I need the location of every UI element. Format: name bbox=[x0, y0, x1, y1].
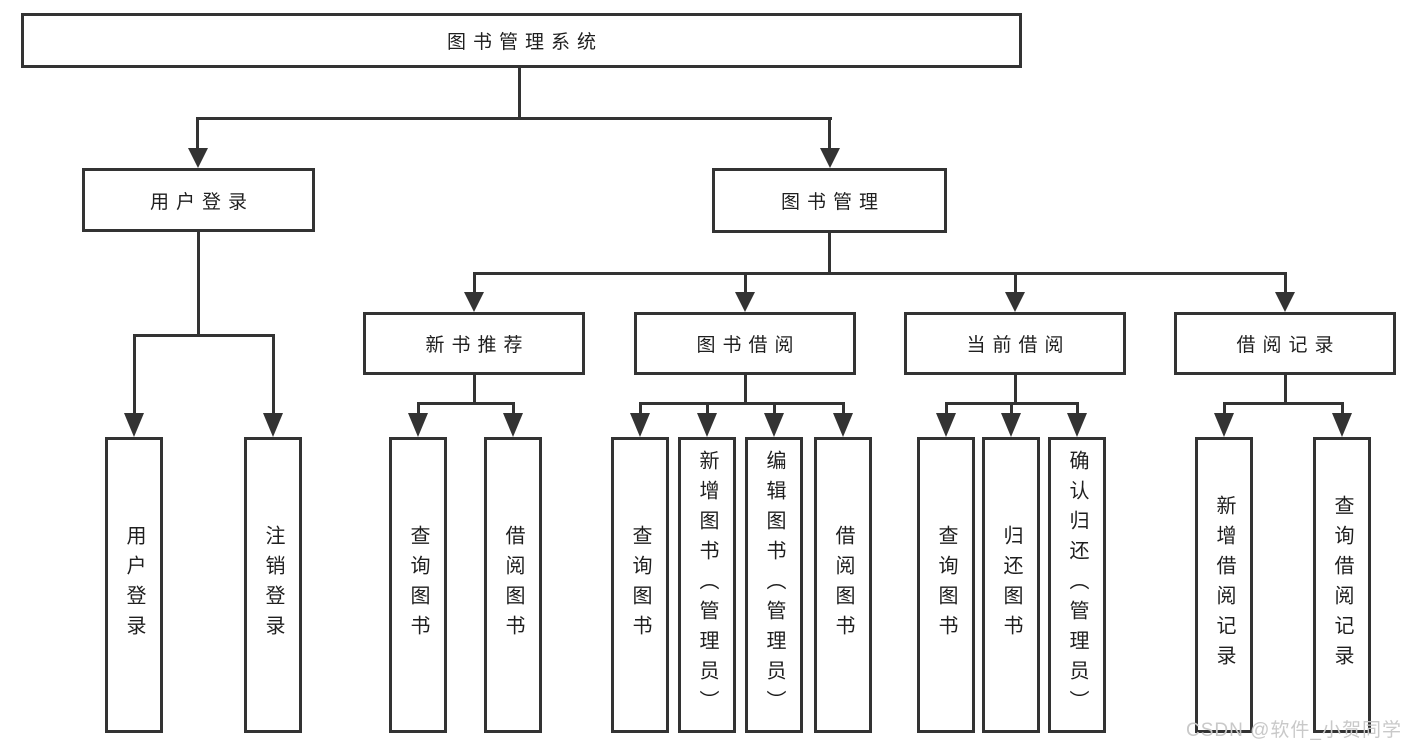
leaf-add-books-admin: 新增图书（管理员） bbox=[678, 437, 736, 733]
leaf-user-login: 用户登录 bbox=[105, 437, 163, 733]
connector-root-stem bbox=[518, 66, 521, 120]
node-user-login-label: 用户登录 bbox=[149, 191, 254, 213]
leaf-logout: 注销登录 bbox=[244, 437, 302, 733]
connector-drop-new-books bbox=[473, 272, 476, 294]
node-book-borrowing-label: 图书借阅 bbox=[696, 335, 801, 356]
leaf-return-books: 归还图书 bbox=[982, 437, 1040, 733]
node-new-book-recommend: 新书推荐 bbox=[363, 312, 585, 375]
connector-g3-stem bbox=[744, 373, 747, 404]
connector-drop-logout-leaf bbox=[272, 334, 275, 418]
node-book-management: 图书管理 bbox=[712, 168, 947, 233]
leaf-edit-books-admin: 编辑图书（管理员） bbox=[745, 437, 803, 733]
node-borrowing-records-label: 借阅记录 bbox=[1236, 335, 1341, 356]
connector-book-mgmt-stem bbox=[828, 230, 831, 275]
node-new-book-recommend-label: 新书推荐 bbox=[425, 335, 530, 356]
connector-drop-user-login bbox=[196, 117, 199, 150]
connector-drop-book-mgmt bbox=[828, 117, 831, 150]
leaf-borrow-books-recommend-label: 借阅图书 bbox=[502, 525, 524, 645]
leaf-query-books-recommend-label: 查询图书 bbox=[407, 525, 429, 645]
arrowhead-current-borrow bbox=[1005, 292, 1025, 312]
connector-g2-drop-1 bbox=[417, 402, 420, 417]
connector-g3-drop-4 bbox=[842, 402, 845, 417]
arrowhead-g5-leaf-2 bbox=[1332, 413, 1352, 437]
arrowhead-g4-leaf-2 bbox=[1001, 413, 1021, 437]
connector-g4-stem bbox=[1014, 373, 1017, 404]
arrowhead-g3-leaf-2 bbox=[697, 413, 717, 437]
arrowhead-g4-leaf-3 bbox=[1067, 413, 1087, 437]
leaf-query-books-current: 查询图书 bbox=[917, 437, 975, 733]
leaf-add-borrow-record-label: 新增借阅记录 bbox=[1213, 495, 1235, 675]
leaf-add-borrow-record: 新增借阅记录 bbox=[1195, 437, 1253, 733]
leaf-query-books-current-label: 查询图书 bbox=[935, 525, 957, 645]
arrowhead-login-leaf bbox=[124, 413, 144, 437]
connector-g4-drop-3 bbox=[1076, 402, 1079, 417]
connector-g5-drop-2 bbox=[1341, 402, 1344, 417]
arrowhead-g2-leaf-1 bbox=[408, 413, 428, 437]
arrowhead-g4-leaf-1 bbox=[936, 413, 956, 437]
node-book-management-label: 图书管理 bbox=[780, 192, 885, 213]
arrowhead-g3-leaf-3 bbox=[764, 413, 784, 437]
node-root-label: 图书管理系统 bbox=[446, 32, 603, 53]
connector-g4-drop-2 bbox=[1010, 402, 1013, 417]
connector-g5-drop-1 bbox=[1223, 402, 1226, 417]
connector-g5-stem bbox=[1284, 373, 1287, 404]
arrowhead-user-login bbox=[188, 148, 208, 168]
connector-g5-crossbar bbox=[1223, 402, 1344, 405]
leaf-borrow-books-recommend: 借阅图书 bbox=[484, 437, 542, 733]
node-root: 图书管理系统 bbox=[21, 13, 1022, 68]
arrowhead-g2-leaf-2 bbox=[503, 413, 523, 437]
connector-drop-current-borrow bbox=[1014, 272, 1017, 294]
connector-g2-stem bbox=[473, 373, 476, 404]
arrowhead-g3-leaf-1 bbox=[630, 413, 650, 437]
connector-g4-drop-1 bbox=[945, 402, 948, 417]
arrowhead-book-mgmt bbox=[820, 148, 840, 168]
leaf-query-borrow-record-label: 查询借阅记录 bbox=[1331, 495, 1353, 675]
arrowhead-new-books bbox=[464, 292, 484, 312]
connector-g3-drop-2 bbox=[706, 402, 709, 417]
connector-g3-drop-3 bbox=[773, 402, 776, 417]
arrowhead-g3-leaf-4 bbox=[833, 413, 853, 437]
connector-g3-drop-1 bbox=[639, 402, 642, 417]
leaf-logout-label: 注销登录 bbox=[262, 525, 284, 645]
connector-root-crossbar bbox=[196, 117, 832, 120]
leaf-borrow-books-borrowing: 借阅图书 bbox=[814, 437, 872, 733]
node-current-borrowing-label: 当前借阅 bbox=[966, 335, 1071, 356]
connector-drop-borrow-records bbox=[1284, 272, 1287, 294]
connector-user-login-crossbar bbox=[133, 334, 275, 337]
leaf-borrow-books-borrowing-label: 借阅图书 bbox=[832, 525, 854, 645]
leaf-query-books-borrowing: 查询图书 bbox=[611, 437, 669, 733]
connector-drop-book-borrow bbox=[744, 272, 747, 294]
leaf-return-books-label: 归还图书 bbox=[1000, 525, 1022, 645]
connector-g2-crossbar bbox=[417, 402, 515, 405]
arrowhead-book-borrow bbox=[735, 292, 755, 312]
node-current-borrowing: 当前借阅 bbox=[904, 312, 1126, 375]
node-book-borrowing: 图书借阅 bbox=[634, 312, 856, 375]
leaf-query-books-recommend: 查询图书 bbox=[389, 437, 447, 733]
leaf-query-borrow-record: 查询借阅记录 bbox=[1313, 437, 1371, 733]
connector-g3-crossbar bbox=[639, 402, 845, 405]
connector-user-login-stem bbox=[197, 230, 200, 337]
leaf-confirm-return-admin-label: 确认归还（管理员） bbox=[1066, 450, 1088, 720]
leaf-edit-books-admin-label: 编辑图书（管理员） bbox=[763, 450, 785, 720]
arrowhead-borrow-records bbox=[1275, 292, 1295, 312]
leaf-query-books-borrowing-label: 查询图书 bbox=[629, 525, 651, 645]
node-user-login: 用户登录 bbox=[82, 168, 315, 232]
arrowhead-logout-leaf bbox=[263, 413, 283, 437]
connector-g2-drop-2 bbox=[512, 402, 515, 417]
arrowhead-g5-leaf-1 bbox=[1214, 413, 1234, 437]
watermark: CSDN @软件_小贺同学 bbox=[1186, 720, 1402, 741]
connector-book-mgmt-crossbar bbox=[473, 272, 1287, 275]
leaf-confirm-return-admin: 确认归还（管理员） bbox=[1048, 437, 1106, 733]
node-borrowing-records: 借阅记录 bbox=[1174, 312, 1396, 375]
connector-drop-login-leaf bbox=[133, 334, 136, 418]
leaf-user-login-label: 用户登录 bbox=[123, 525, 145, 645]
leaf-add-books-admin-label: 新增图书（管理员） bbox=[696, 450, 718, 720]
